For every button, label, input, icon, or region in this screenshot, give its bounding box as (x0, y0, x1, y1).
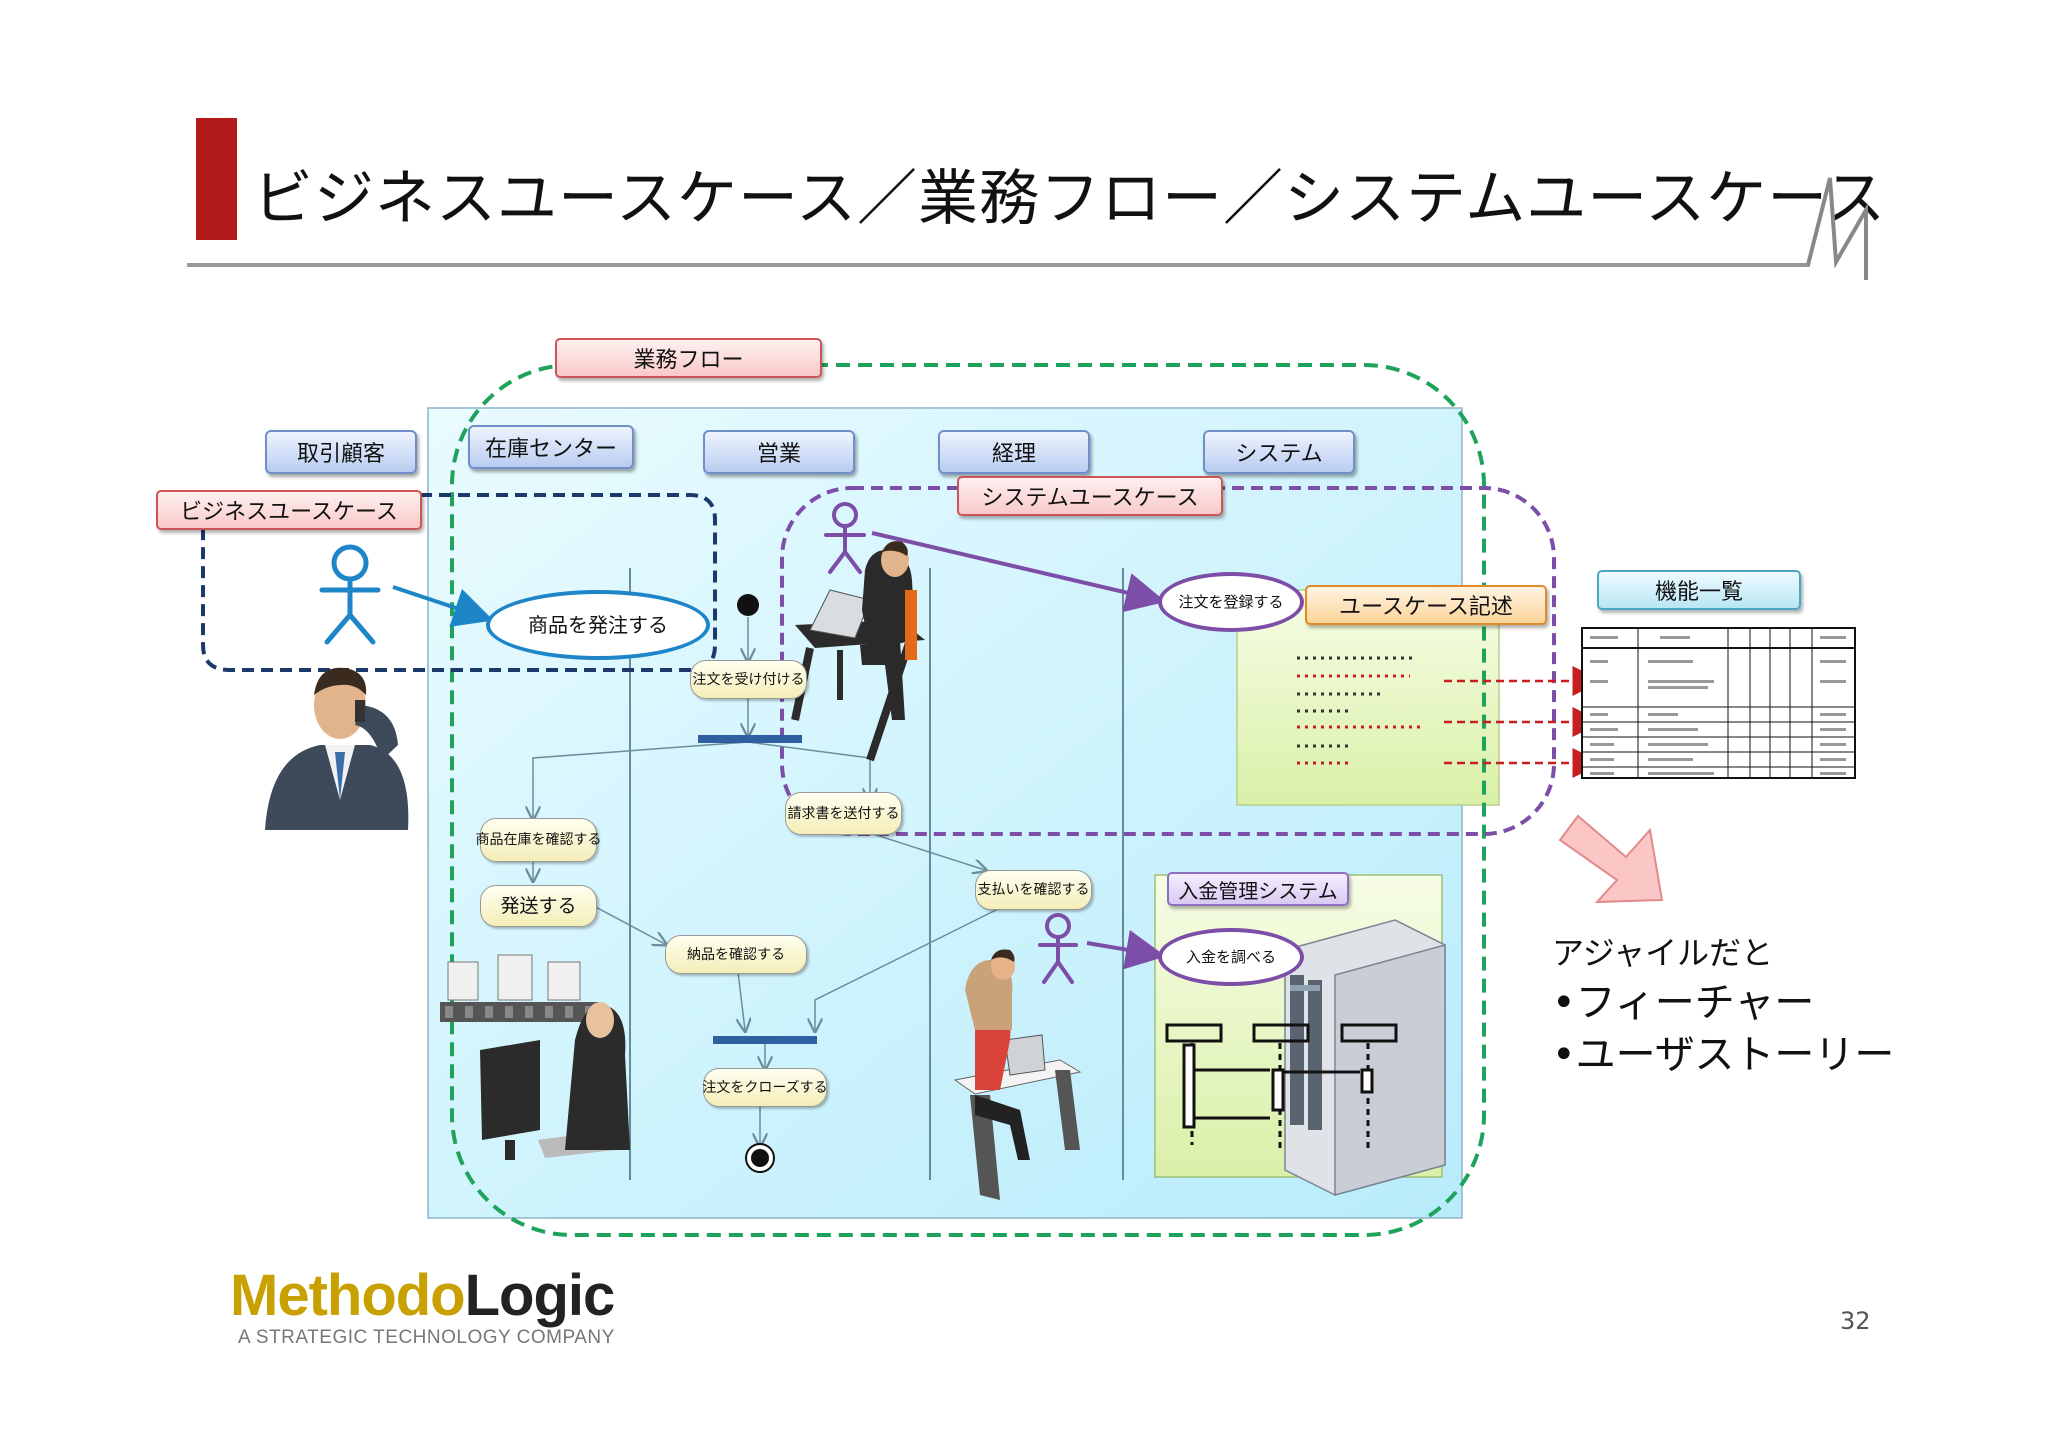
action-ship: 発送する (480, 885, 597, 927)
action-close-order: 注文をクローズする (702, 1068, 828, 1107)
usecase-description-panel (1236, 589, 1500, 806)
sales-person-at-desk-illustration (791, 541, 925, 762)
warehouse-worker-illustration (440, 954, 630, 1160)
agile-intro-text: アジャイルだと (1552, 934, 1774, 972)
join-bar (713, 1036, 817, 1044)
usecase-check-payment: 入金を調べる (1158, 928, 1304, 986)
customer-actor-icon (319, 544, 381, 645)
lane-header-customer: 取引顧客 (265, 430, 417, 474)
logo-tagline: A STRATEGIC TECHNOLOGY COMPANY (238, 1327, 615, 1348)
action-check-stock: 商品在庫を確認する (476, 818, 602, 862)
methodologic-logo: MethodoLogic (230, 1263, 615, 1328)
accounting-team-illustration (953, 949, 1082, 1200)
lane-header-system: システム (1203, 430, 1355, 474)
agile-item-user-story: •ユーザストーリー (1552, 1032, 1895, 1078)
customer-to-order-arrow (392, 585, 494, 627)
sequence-diagram (1165, 1023, 1398, 1150)
page-number: 32 (1840, 1307, 1871, 1335)
action-send-invoice: 請求書を送付する (785, 792, 902, 835)
slide-title: ビジネスユースケース／業務フロー／システムユースケース (253, 164, 1887, 234)
usecase-order-product: 商品を発注する (486, 590, 710, 660)
usecase-register-order: 注文を登録する (1158, 572, 1304, 632)
tag-usecase-description: ユースケース記述 (1305, 585, 1547, 625)
action-confirm-delivery: 納品を確認する (665, 935, 807, 974)
lane-header-inventory-center: 在庫センター (468, 425, 634, 469)
title-accent-bar (196, 118, 237, 240)
gyomu-flow-boundary (450, 363, 1486, 1237)
accounting-actor-icon (1038, 913, 1078, 984)
server-rack-illustration (1284, 919, 1446, 1196)
action-confirm-payment: 支払いを確認する (975, 870, 1092, 910)
function-list-cell-text (1590, 636, 1846, 775)
tag-business-usecase: ビジネスユースケース (156, 490, 422, 530)
lane-header-sales: 営業 (703, 430, 855, 474)
sales-to-register-arrow (871, 531, 1166, 613)
function-list-table (1581, 627, 1856, 779)
tag-nyukin-system: 入金管理システム (1167, 872, 1349, 906)
sales-actor-icon (824, 502, 866, 574)
accounting-to-check-arrow (1086, 929, 1166, 970)
title-end-zigzag (1806, 177, 1868, 280)
fork-bar (698, 735, 802, 743)
tag-system-usecase: システムユースケース (957, 476, 1223, 516)
usecase-description-lines (1297, 656, 1420, 765)
customer-on-phone-illustration (265, 667, 409, 830)
agile-item-feature: •フィーチャー (1552, 980, 1815, 1026)
tag-gyomu-flow: 業務フロー (555, 338, 822, 378)
tag-function-list: 機能一覧 (1597, 570, 1801, 610)
initial-node (737, 594, 759, 616)
lane-header-accounting: 経理 (938, 430, 1090, 474)
action-receive-order: 注文を受け付ける (690, 660, 807, 699)
big-pink-arrow (1558, 814, 1664, 904)
